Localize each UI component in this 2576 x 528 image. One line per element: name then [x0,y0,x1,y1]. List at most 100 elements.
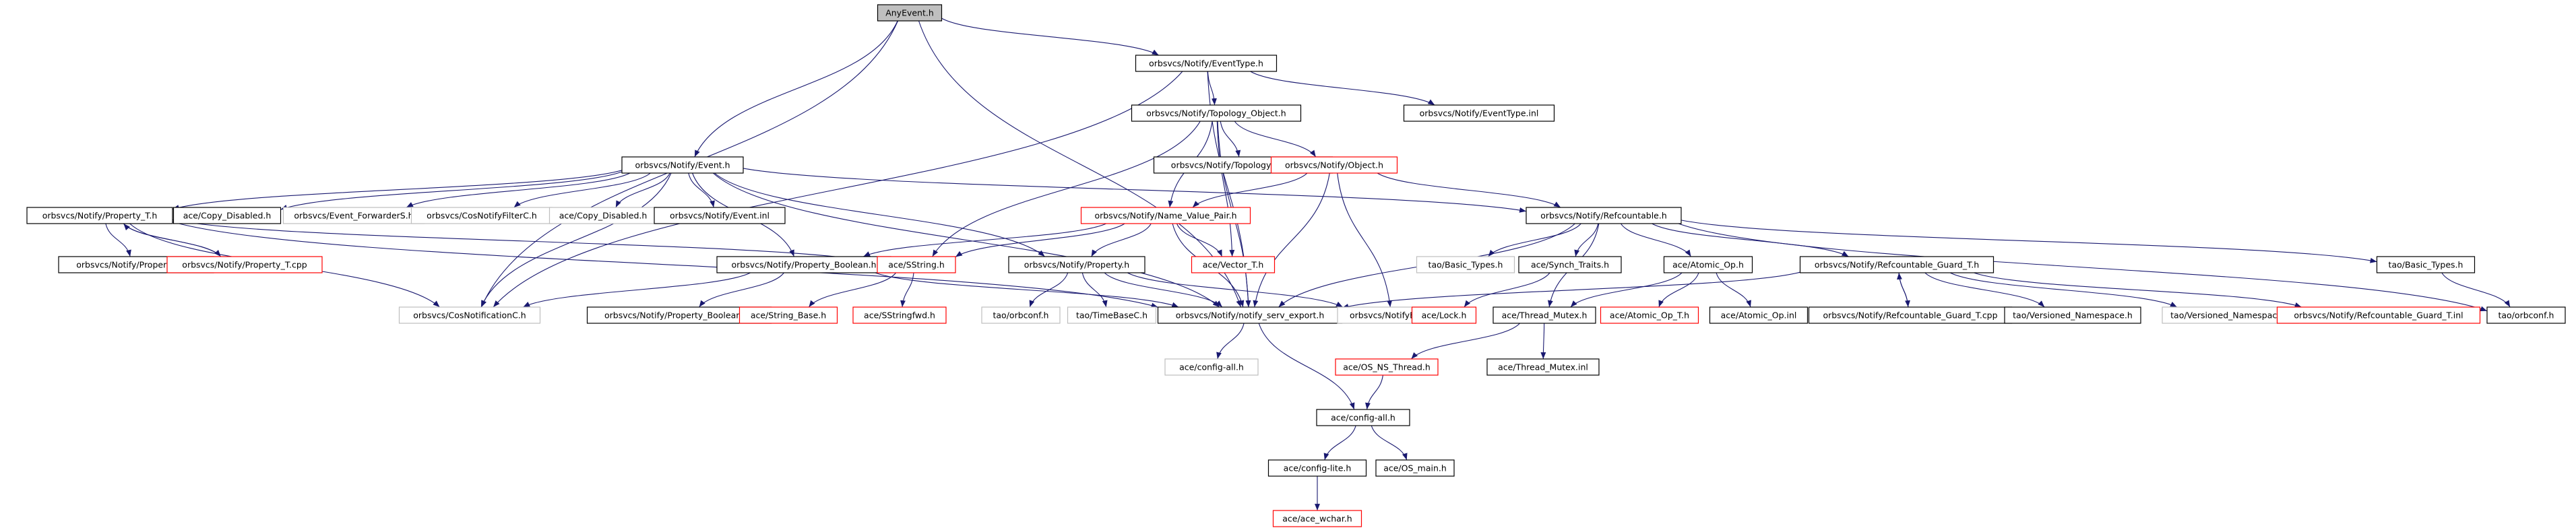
node-label: ace/String_Base.h [751,310,826,321]
include-file-node[interactable]: ace/OS_main.h [1375,459,1455,477]
include-file-node[interactable]: ace/config-all.h [1316,409,1410,426]
include-file-node[interactable]: orbsvcs/Notify/Event.inl [654,207,786,224]
include-file-node[interactable]: ace/Synch_Traits.h [1518,256,1622,273]
edge-layer [105,18,2511,510]
include-file-node[interactable]: orbsvcs/Notify/Property_T.h [26,207,173,224]
include-file-node[interactable]: orbsvcs/Notify/Refcountable_Guard_T.cpp [1808,306,2013,324]
dependency-edge [172,221,1158,308]
include-file-node[interactable]: ace/Thread_Mutex.inl [1486,358,1600,376]
include-file-node[interactable]: ace/Vector_T.h [1191,256,1276,273]
dependency-edge [1540,323,1546,360]
node-label: AnyEvent.h [885,8,934,18]
dependency-edge [2441,272,2511,308]
node-label: ace/Atomic_Op.inl [1721,310,1797,321]
node-box [877,256,956,273]
dependency-edge [1337,172,1393,308]
node-box [1518,256,1622,273]
dependency-edge [1216,121,1235,257]
dependency-edge [1220,121,1241,158]
dependency-edge [1377,172,1561,208]
include-file-node[interactable]: orbsvcs/Notify/Refcountable_Guard_T.inl [2276,306,2481,324]
node-box [1486,358,1600,376]
node-label: tao/orbconf.h [993,310,1049,321]
node-box [1272,510,1362,527]
dependency-edge [1716,272,1751,308]
node-box [1157,306,1343,324]
include-file-node[interactable]: ace/Thread_Mutex.h [1493,306,1596,324]
node-box [172,207,282,224]
include-file-node[interactable]: orbsvcs/Notify/Name_Value_Pair.h [1080,207,1251,224]
node-box [1080,207,1251,224]
include-file-node[interactable]: orbsvcs/Notify/Property_T.cpp [166,256,323,273]
include-file-node[interactable]: ace/SString.h [877,256,956,273]
include-file-node[interactable]: tao/orbconf.h [2486,306,2566,324]
node-label: orbsvcs/Notify/Refcountable_Guard_T.inl [2294,310,2463,321]
include-file-node[interactable]: orbsvcs/Notify/Object.h [1270,156,1398,174]
include-file-node[interactable]: ace/String_Base.h [739,306,838,324]
include-file-node[interactable]: ace/Atomic_Op_T.h [1600,306,1699,324]
node-label: tao/orbconf.h [2499,310,2554,321]
include-file-node[interactable]: ace/Lock.h [1411,306,1477,324]
include-file-node[interactable]: tao/Versioned_Namespace.h [2004,306,2141,324]
dependency-edge [808,272,897,308]
include-file-node[interactable]: ace/config-all.h [1164,358,1259,376]
root-file-node: AnyEvent.h [877,4,943,22]
dependency-edge [688,172,715,208]
include-file-node[interactable]: orbsvcs/Notify/Property_Boolean.h [716,256,891,273]
node-label: tao/Versioned_Namespace.h [2170,310,2290,321]
include-file-node[interactable]: ace/Copy_Disabled.h [172,207,282,224]
include-file-node[interactable]: ace/Copy_Disabled.h [548,207,658,224]
include-file-node[interactable]: orbsvcs/Notify/Event.h [621,156,744,174]
node-label: ace/Atomic_Op.h [1672,260,1744,270]
dependency-edge [1250,71,1435,106]
node-label: ace/config-all.h [1331,413,1395,423]
dependency-edge [1323,425,1356,461]
include-file-node[interactable]: ace/config-lite.h [1267,459,1367,477]
node-label: ace/Copy_Disabled.h [559,211,648,221]
dependency-edge [172,219,878,264]
node-label: ace/Synch_Traits.h [1531,260,1609,270]
include-file-node[interactable]: tao/Basic_Types.h [1416,256,1515,273]
include-file-node[interactable]: tao/Basic_Types.h [2376,256,2476,273]
include-file-node[interactable]: orbsvcs/CosNotificationC.h [398,306,541,324]
dependency-edge [1371,425,1408,461]
node-label: ace/config-all.h [1179,362,1244,372]
dependency-edge [1342,271,1800,309]
node-box [26,207,173,224]
dependency-edge [493,71,1183,308]
node-box [2276,306,2481,324]
include-file-node[interactable]: orbsvcs/Notify/notify_serv_export.h [1157,306,1343,324]
include-file-node[interactable]: tao/orbconf.h [981,306,1061,324]
include-file-node[interactable]: tao/TimeBaseC.h [1067,306,1157,324]
include-file-node[interactable]: orbsvcs/Event_ForwarderS.h [282,207,425,224]
include-file-node[interactable]: tao/Versioned_Namespace.h [2162,306,2299,324]
include-file-node[interactable]: orbsvcs/Notify/Refcountable_Guard_T.h [1799,256,1994,273]
include-file-node[interactable]: ace/OS_NS_Thread.h [1335,358,1439,376]
node-box [1067,306,1157,324]
include-file-node[interactable]: orbsvcs/Notify/Property.h [1008,256,1145,273]
dependency-edge [1176,223,1223,257]
node-layer: AnyEvent.h orbsvcs/Notify/EventType.h orbs… [26,4,2566,527]
dependency-edge [1192,172,1308,208]
node-label: tao/TimeBaseC.h [1076,310,1148,321]
include-file-node[interactable]: ace/Atomic_Op.h [1663,256,1753,273]
node-label: orbsvcs/CosNotifyFilterC.h [427,211,537,221]
include-file-node[interactable]: orbsvcs/Notify/Refcountable.h [1526,207,1682,224]
dependency-edge [406,172,631,208]
dependency-edge [1974,272,2302,308]
dependency-edge [932,121,1201,257]
include-file-node[interactable]: orbsvcs/Notify/Topology_Object.h [1131,104,1302,122]
dependency-edge [1365,374,1383,410]
include-file-node[interactable]: ace/SStringfwd.h [852,306,947,324]
dependency-edge [1570,272,1683,308]
node-box [2162,306,2299,324]
node-label: orbsvcs/CosNotificationC.h [413,310,526,321]
node-label: orbsvcs/Notify/Property_Boolean.inl [604,310,754,321]
include-file-node[interactable]: ace/Atomic_Op.inl [1709,306,1809,324]
node-label: ace/ace_wchar.h [1282,514,1352,524]
dependency-edge [1253,172,1330,308]
include-file-node[interactable]: orbsvcs/CosNotifyFilterC.h [410,207,553,224]
include-file-node[interactable]: orbsvcs/Notify/EventType.inl [1403,104,1555,122]
include-file-node[interactable]: orbsvcs/Notify/EventType.h [1135,55,1278,72]
include-file-node[interactable]: ace/ace_wchar.h [1272,510,1362,527]
